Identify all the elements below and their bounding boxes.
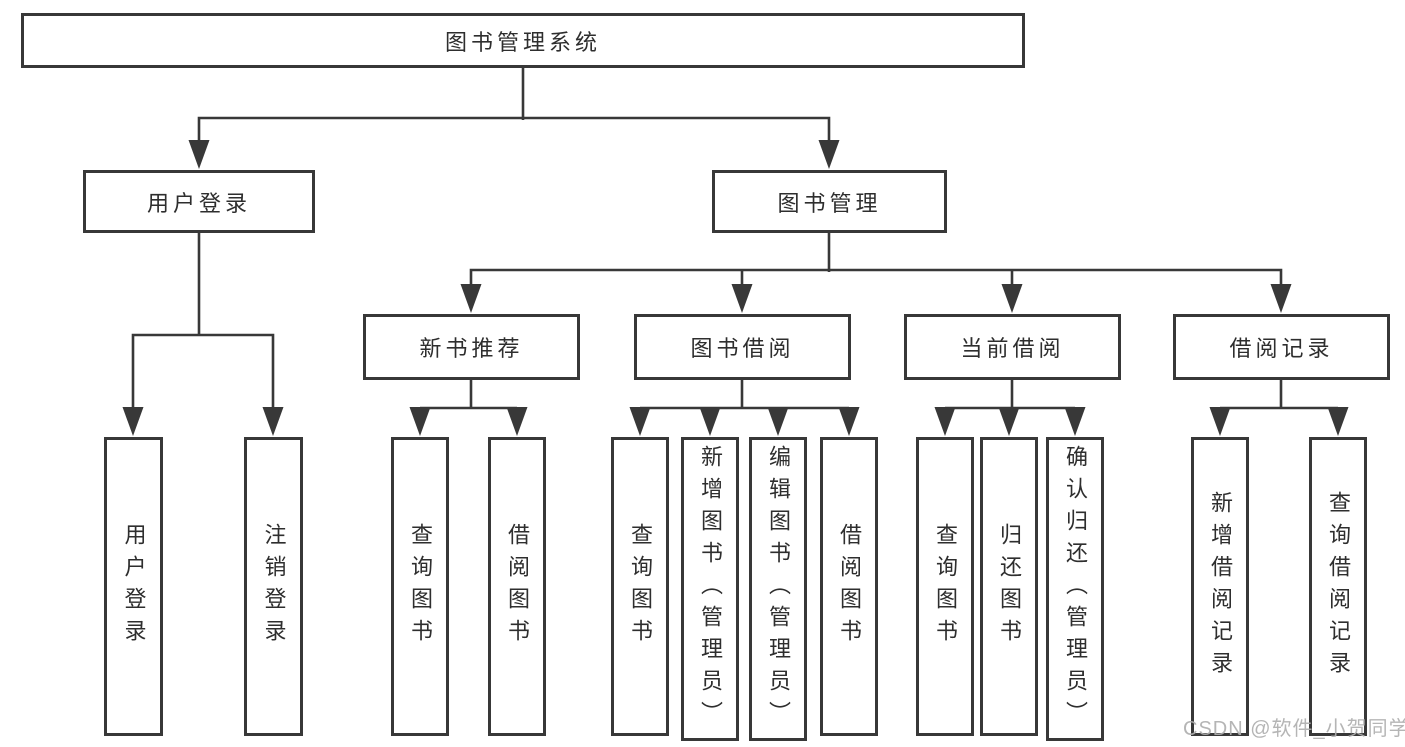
node-user-login-label: 用户登录 [146,190,251,216]
leaf-add-books-admin: 新增图书（管理员） [681,437,739,741]
node-library-system-label: 图书管理系统 [444,29,601,55]
leaf-recommend-query-books-label: 查询图书 [408,522,433,651]
node-book-borrowing: 图书借阅 [634,314,851,380]
node-library-system: 图书管理系统 [21,13,1025,68]
watermark: CSDN @软件_小贺同学 [1183,718,1405,740]
node-user-login: 用户登录 [83,170,315,233]
node-book-management: 图书管理 [712,170,947,233]
leaf-return-books-label: 归还图书 [997,522,1022,651]
leaf-recommend-borrow-books-label: 借阅图书 [505,522,530,651]
leaf-borrowing-query-books: 查询图书 [611,437,669,736]
node-book-borrowing-label: 图书借阅 [690,336,795,361]
leaf-borrowing-query-books-label: 查询图书 [628,522,653,651]
leaf-edit-books-admin-label: 编辑图书（管理员） [766,445,791,733]
leaf-add-borrow-record: 新增借阅记录 [1191,437,1249,736]
node-current-borrowing: 当前借阅 [904,314,1121,380]
node-current-borrowing-label: 当前借阅 [960,336,1065,361]
leaf-add-borrow-record-label: 新增借阅记录 [1208,490,1233,683]
leaf-current-query-books-label: 查询图书 [933,522,958,651]
leaf-confirm-return-admin: 确认归还（管理员） [1046,437,1104,741]
leaf-edit-books-admin: 编辑图书（管理员） [749,437,807,741]
leaf-recommend-borrow-books: 借阅图书 [488,437,546,736]
node-new-book-recommend-label: 新书推荐 [419,336,524,361]
leaf-user-login: 用户登录 [104,437,163,736]
leaf-return-books: 归还图书 [980,437,1038,736]
leaf-borrowing-borrow-books-label: 借阅图书 [837,522,862,651]
leaf-add-books-admin-label: 新增图书（管理员） [698,445,723,733]
node-book-management-label: 图书管理 [777,190,882,216]
node-new-book-recommend: 新书推荐 [363,314,580,380]
leaf-current-query-books: 查询图书 [916,437,974,736]
leaf-logout-label: 注销登录 [261,522,287,651]
leaf-confirm-return-admin-label: 确认归还（管理员） [1063,445,1088,733]
leaf-borrowing-borrow-books: 借阅图书 [820,437,878,736]
leaf-logout: 注销登录 [244,437,303,736]
arrowheads [122,140,1349,436]
leaf-query-borrow-record-label: 查询借阅记录 [1326,490,1351,683]
leaf-recommend-query-books: 查询图书 [391,437,449,736]
node-borrow-records-label: 借阅记录 [1229,336,1334,361]
leaf-query-borrow-record: 查询借阅记录 [1309,437,1367,736]
node-borrow-records: 借阅记录 [1173,314,1390,380]
leaf-user-login-label: 用户登录 [121,522,147,651]
